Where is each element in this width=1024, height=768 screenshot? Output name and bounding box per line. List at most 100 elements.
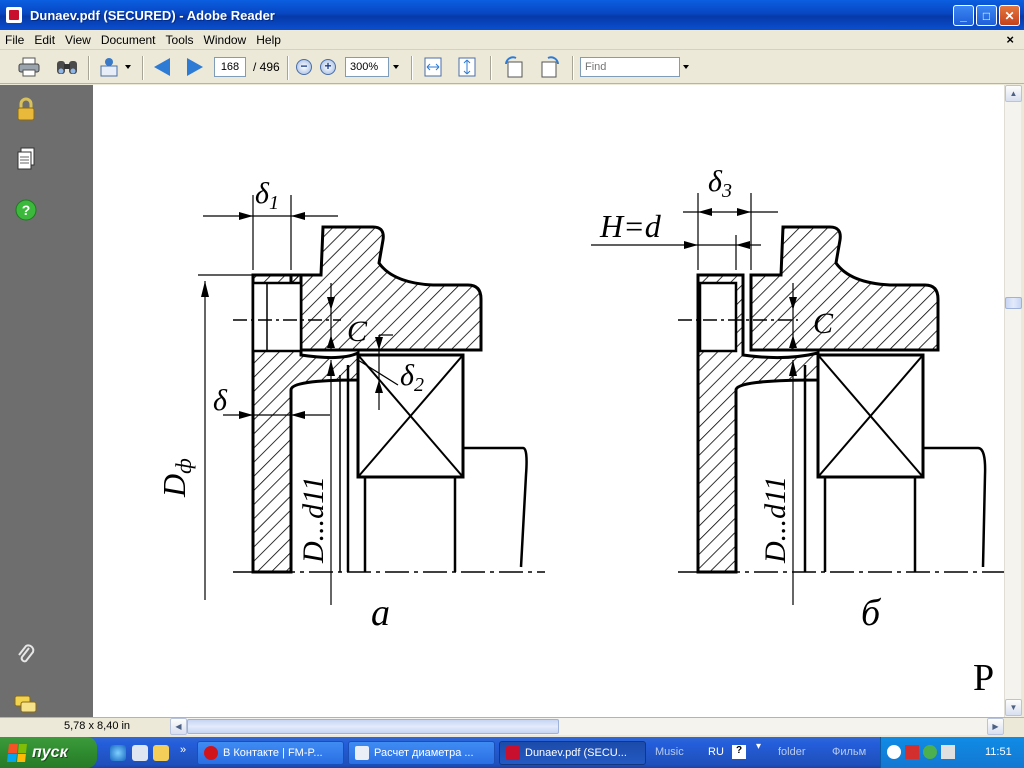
taskbar: пуск » В Контакте | FM-P... Расчет диаме… (0, 737, 1024, 768)
page-size-readout: 5,78 x 8,40 in (64, 720, 131, 732)
zoom-level-input[interactable] (345, 57, 389, 77)
find-options-button[interactable] (681, 59, 691, 75)
page-number-input[interactable] (214, 57, 246, 77)
folder-quicklaunch-icon[interactable] (153, 745, 169, 761)
scroll-up-button[interactable]: ▲ (1005, 85, 1022, 102)
zoom-dropdown-button[interactable] (391, 59, 401, 75)
opera-icon (204, 746, 218, 760)
toolbar-folder[interactable]: folder (778, 746, 806, 758)
fit-width-icon (424, 57, 442, 77)
maximize-button[interactable]: □ (976, 5, 997, 26)
volume-icon[interactable] (941, 745, 955, 759)
arrow-right-icon (187, 58, 203, 76)
toolbar: / 496 − + (0, 50, 1024, 84)
figure-b (591, 193, 1004, 605)
window-controls: _ □ ✕ (953, 5, 1020, 26)
find-search-button[interactable] (55, 56, 79, 78)
figure-a (198, 195, 545, 605)
minimize-button[interactable]: _ (953, 5, 974, 26)
fit-page-icon (458, 57, 476, 77)
close-button[interactable]: ✕ (999, 5, 1020, 26)
document-quicklaunch-icon[interactable] (132, 745, 148, 761)
zoom-out-button[interactable]: − (296, 56, 312, 78)
quicklaunch-overflow-icon[interactable]: » (180, 744, 187, 756)
pdf-icon (506, 746, 520, 760)
navigation-pane: ? (0, 85, 93, 717)
label-delta: δ (213, 384, 228, 417)
word-document-icon (355, 746, 369, 760)
fit-width-button[interactable] (424, 56, 442, 78)
binoculars-icon (57, 61, 77, 74)
start-label: пуск (32, 743, 68, 761)
menu-window[interactable]: Window (203, 32, 247, 47)
language-indicator[interactable]: RU (708, 746, 724, 758)
arrow-left-icon (154, 58, 170, 76)
horizontal-scrollbar[interactable]: ◀ ▶ (170, 718, 1004, 735)
attachments-button[interactable] (14, 643, 38, 667)
adobe-reader-icon (6, 7, 22, 23)
rotate-cw-button[interactable] (539, 56, 561, 78)
help-icon: ? (15, 199, 37, 221)
pages-icon (17, 147, 35, 170)
document-view[interactable]: δ1 δ3 H=d C C δ2 δ Dф D...d11 D...d11 a … (93, 85, 1004, 717)
scroll-right-button[interactable]: ▶ (987, 718, 1004, 735)
scroll-thumb[interactable] (1005, 297, 1022, 309)
next-page-button[interactable] (187, 56, 203, 78)
chevron-down-icon (393, 65, 399, 69)
horizontal-scroll-thumb[interactable] (187, 719, 559, 734)
menu-document[interactable]: Document (100, 32, 156, 47)
menu-bar: File Edit View Document Tools Window Hel… (0, 30, 1024, 50)
document-close-icon[interactable]: × (1006, 32, 1014, 47)
chevron-down-icon[interactable] (125, 65, 131, 69)
menu-help[interactable]: Help (256, 32, 281, 47)
chevron-down-icon[interactable]: ▾ (756, 741, 762, 752)
chevron-down-icon (683, 65, 689, 69)
browser-quicklaunch-icon[interactable] (110, 745, 126, 761)
label-d-d11-a: D...d11 (297, 476, 330, 564)
task-button-vkontakte[interactable]: В Контакте | FM-P... (197, 741, 344, 765)
zoom-out-icon: − (296, 59, 312, 75)
task-button-adobe-reader[interactable]: Dunaev.pdf (SECU... (499, 741, 646, 765)
fit-page-button[interactable] (458, 56, 476, 78)
scroll-left-button[interactable]: ◀ (170, 718, 187, 735)
comments-button[interactable] (14, 693, 38, 717)
pages-panel-button[interactable] (14, 147, 38, 171)
figure-a-caption: a (371, 592, 390, 634)
help-button[interactable]: ? (14, 198, 38, 222)
rotate-ccw-button[interactable] (503, 56, 525, 78)
comments-icon (14, 695, 37, 713)
toolbar-music[interactable]: Music (655, 746, 684, 758)
menu-edit[interactable]: Edit (34, 32, 56, 47)
menu-view[interactable]: View (65, 32, 91, 47)
label-c-a: C (347, 315, 368, 348)
label-d-phi: Dф (156, 458, 196, 498)
network-icon[interactable] (923, 745, 937, 759)
start-button[interactable]: пуск (0, 737, 97, 768)
status-bar: 5,78 x 8,40 in ◀ ▶ (0, 717, 1024, 735)
print-button[interactable] (18, 56, 40, 78)
windows-logo-icon (7, 743, 27, 762)
svg-text:?: ? (22, 202, 31, 218)
help-icon[interactable]: ? (732, 745, 746, 759)
find-input[interactable] (580, 57, 680, 77)
back-arrow-icon[interactable] (887, 745, 901, 759)
rotate-left-icon (505, 56, 523, 78)
technical-drawing: δ1 δ3 H=d C C δ2 δ Dф D...d11 D...d11 a … (156, 165, 1004, 699)
vertical-scrollbar[interactable]: ▲ ▼ (1004, 85, 1022, 717)
toolbar-film[interactable]: Фильм (832, 746, 867, 758)
security-settings-button[interactable] (14, 97, 38, 121)
scroll-down-button[interactable]: ▼ (1005, 699, 1022, 716)
label-d-d11-b: D...d11 (759, 476, 792, 564)
menu-tools[interactable]: Tools (165, 32, 194, 47)
antivirus-icon[interactable] (905, 745, 919, 759)
label-delta2: δ2 (400, 359, 424, 396)
lock-icon (17, 97, 35, 121)
previous-page-button[interactable] (154, 56, 170, 78)
share-person-icon (100, 58, 118, 77)
label-c-b: C (813, 307, 834, 340)
menu-file[interactable]: File (5, 32, 25, 47)
email-share-button[interactable] (98, 56, 131, 78)
zoom-in-button[interactable]: + (320, 56, 336, 78)
task-button-word[interactable]: Расчет диаметра ... (348, 741, 495, 765)
title-bar: Dunaev.pdf (SECURED) - Adobe Reader _ □ … (0, 0, 1024, 30)
